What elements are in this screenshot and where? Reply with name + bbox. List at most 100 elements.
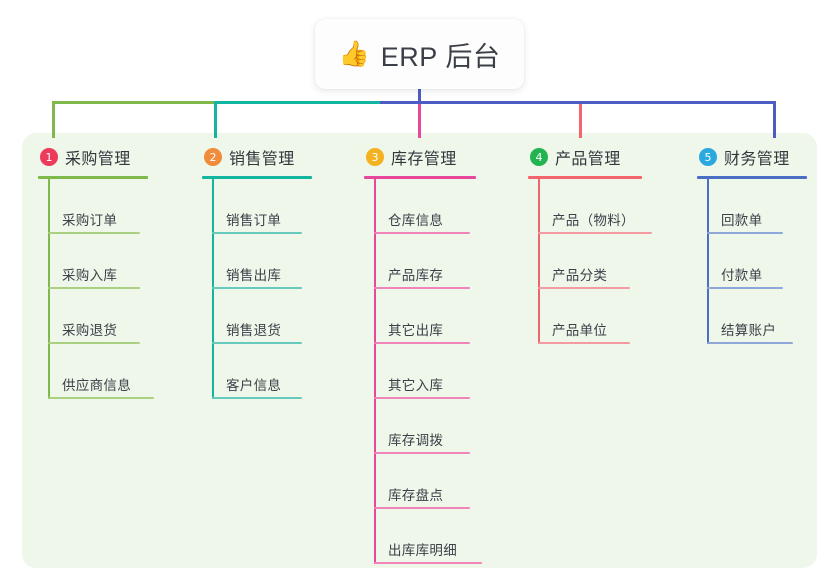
branch-item[interactable]: 其它入库 xyxy=(364,344,476,399)
root-stem-connector xyxy=(418,86,421,102)
branch-header-rule xyxy=(38,176,148,179)
branch-number-badge: 2 xyxy=(204,148,222,166)
branch-item-rule xyxy=(538,287,630,289)
branch-spine xyxy=(707,179,709,344)
branch-item[interactable]: 其它出库 xyxy=(364,289,476,344)
branch-number-badge: 3 xyxy=(366,148,384,166)
thumbs-up-icon: 👍 xyxy=(338,39,370,68)
branch-column-1: 1 采购管理采购订单采购入库采购退货供应商信息 xyxy=(38,145,154,399)
branch-item-rule xyxy=(707,287,783,289)
branch-item-label: 产品单位 xyxy=(552,323,608,338)
branch-item[interactable]: 出库库明细 xyxy=(364,509,482,564)
branch-column-2: 2 销售管理销售订单销售出库销售退货客户信息 xyxy=(202,145,312,399)
branch-item-label: 其它出库 xyxy=(388,323,444,338)
branch-item[interactable]: 产品库存 xyxy=(364,234,476,289)
root-node[interactable]: 👍 ERP 后台 xyxy=(315,19,524,89)
branch-item[interactable]: 客户信息 xyxy=(202,344,312,399)
branch-item[interactable]: 销售订单 xyxy=(202,179,312,234)
branch-number-badge: 1 xyxy=(40,148,58,166)
branch-item-label: 采购订单 xyxy=(62,213,118,228)
branch-header-rule xyxy=(528,176,642,179)
branch-item-label: 出库库明细 xyxy=(388,543,457,558)
branches-panel xyxy=(22,133,817,568)
branch-item-label: 付款单 xyxy=(721,268,763,283)
branch-items: 产品（物料） 产品分类产品单位 xyxy=(528,179,652,344)
branch-item-rule xyxy=(212,342,302,344)
branch-item-rule xyxy=(48,342,140,344)
branch-title: 产品管理 xyxy=(555,151,621,168)
branch-item[interactable]: 库存盘点 xyxy=(364,454,476,509)
branch-column-3: 3 库存管理仓库信息产品库存其它出库其它入库库存调拨库存盘点出库库明细 xyxy=(364,145,482,564)
branch-item[interactable]: 采购退货 xyxy=(38,289,148,344)
root-node-label: ERP 后台 xyxy=(380,41,501,72)
branch-item-rule xyxy=(374,342,470,344)
branch-item-label: 回款单 xyxy=(721,213,763,228)
branch-item-label: 产品分类 xyxy=(552,268,608,283)
branch-column-4: 4 产品管理产品（物料） 产品分类产品单位 xyxy=(528,145,652,344)
branch-item[interactable]: 库存调拨 xyxy=(364,399,476,454)
bus-segment-2 xyxy=(214,101,380,104)
branch-title: 采购管理 xyxy=(65,151,131,168)
bus-segment-3 xyxy=(380,101,440,104)
branch-item-label: 库存调拨 xyxy=(388,433,444,448)
branch-item-rule xyxy=(538,232,652,234)
branch-number-badge: 4 xyxy=(530,148,548,166)
branch-item-rule xyxy=(374,562,482,564)
branch-item-label: 结算账户 xyxy=(721,323,777,338)
branch-item-rule xyxy=(707,232,783,234)
branch-header-rule xyxy=(364,176,476,179)
branch-item[interactable]: 产品单位 xyxy=(528,289,642,344)
branch-item-rule xyxy=(212,287,302,289)
branch-item-label: 其它入库 xyxy=(388,378,444,393)
branch-item-rule xyxy=(212,397,302,399)
branch-item-label: 销售订单 xyxy=(226,213,282,228)
branch-title: 销售管理 xyxy=(229,151,295,168)
branch-item-label: 产品库存 xyxy=(388,268,444,283)
branch-item-rule xyxy=(538,342,630,344)
branch-item[interactable]: 结算账户 xyxy=(697,289,807,344)
branch-spine xyxy=(538,179,540,344)
branch-header-2[interactable]: 2 销售管理 xyxy=(202,145,312,169)
branch-item-rule xyxy=(374,287,470,289)
branch-item-rule xyxy=(374,452,470,454)
branch-header-1[interactable]: 1 采购管理 xyxy=(38,145,148,169)
bus-segment-1 xyxy=(52,101,214,104)
branch-drop-5 xyxy=(773,104,776,138)
branch-item[interactable]: 销售出库 xyxy=(202,234,312,289)
branch-item[interactable]: 供应商信息 xyxy=(38,344,154,399)
branch-items: 仓库信息产品库存其它出库其它入库库存调拨库存盘点出库库明细 xyxy=(364,179,482,564)
branch-item-rule xyxy=(374,507,470,509)
branch-item-rule xyxy=(374,232,470,234)
branch-item[interactable]: 回款单 xyxy=(697,179,807,234)
branch-title: 库存管理 xyxy=(391,151,457,168)
branch-title: 财务管理 xyxy=(724,151,790,168)
branch-item-rule xyxy=(48,232,140,234)
branch-item-rule xyxy=(48,287,140,289)
branch-item[interactable]: 采购订单 xyxy=(38,179,148,234)
branch-spine xyxy=(48,179,50,399)
branch-item[interactable]: 销售退货 xyxy=(202,289,312,344)
branch-item[interactable]: 采购入库 xyxy=(38,234,148,289)
branch-item-label: 供应商信息 xyxy=(62,378,131,393)
branch-item[interactable]: 产品分类 xyxy=(528,234,642,289)
bus-segment-4 xyxy=(440,101,776,104)
branch-item[interactable]: 产品（物料） xyxy=(528,179,652,234)
branch-spine xyxy=(374,179,376,564)
branch-items: 回款单付款单结算账户 xyxy=(697,179,807,344)
branch-item[interactable]: 付款单 xyxy=(697,234,807,289)
branch-item-label: 采购退货 xyxy=(62,323,118,338)
branch-header-5[interactable]: 5 财务管理 xyxy=(697,145,807,169)
branch-drop-3 xyxy=(418,104,421,138)
branch-number-badge: 5 xyxy=(699,148,717,166)
branch-item-rule xyxy=(374,397,470,399)
branch-header-3[interactable]: 3 库存管理 xyxy=(364,145,476,169)
branch-item-rule xyxy=(707,342,793,344)
branch-item-label: 仓库信息 xyxy=(388,213,444,228)
branch-item-label: 销售退货 xyxy=(226,323,282,338)
branch-drop-1 xyxy=(52,104,55,138)
branch-item[interactable]: 仓库信息 xyxy=(364,179,476,234)
branch-item-rule xyxy=(48,397,154,399)
branch-header-4[interactable]: 4 产品管理 xyxy=(528,145,642,169)
branch-header-rule xyxy=(697,176,807,179)
branch-item-rule xyxy=(212,232,302,234)
